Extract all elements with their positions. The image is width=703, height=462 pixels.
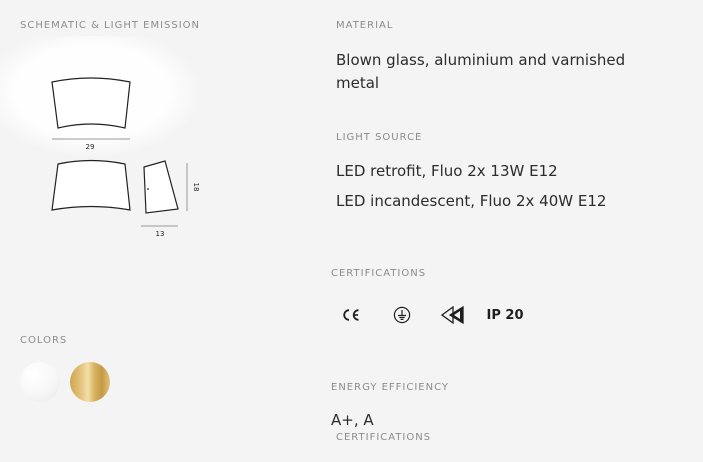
light-source-item: LED incandescent, Fluo 2x 40W E12 <box>336 192 607 210</box>
ip20-mark-icon: IP 20 <box>486 305 524 325</box>
colors-title: COLORS <box>20 335 68 346</box>
light-source-title: LIGHT SOURCE <box>336 132 423 143</box>
material-title: MATERIAL <box>336 20 394 31</box>
light-source-item: LED retrofit, Fluo 2x 13W E12 <box>336 162 558 180</box>
ground-symbol-icon <box>392 305 412 325</box>
height-label: 18 <box>192 183 200 192</box>
side-view-shape <box>143 160 179 214</box>
double-triangle-mark-icon <box>440 305 466 325</box>
certifications-title-2: CERTIFICATIONS <box>336 432 432 443</box>
energy-efficiency-title: ENERGY EFFICIENCY <box>331 382 450 393</box>
material-value: Blown glass, aluminium and varnished met… <box>336 51 626 92</box>
gold-color-swatch[interactable] <box>70 362 110 402</box>
schematic-title: SCHEMATIC & LIGHT EMISSION <box>20 20 201 31</box>
side-view-dot <box>147 188 149 190</box>
certifications-title: CERTIFICATIONS <box>331 268 427 279</box>
front-view-bottom-shape <box>51 159 131 211</box>
schematic-drawing: 29 18 13 <box>0 36 202 238</box>
white-color-swatch[interactable] <box>20 362 60 402</box>
ip-rating-text: IP 20 <box>486 307 524 323</box>
front-width-label: 29 <box>86 143 95 151</box>
front-view-shape <box>51 77 131 129</box>
energy-efficiency-value: A+, A <box>331 411 374 429</box>
ce-mark-icon <box>340 305 362 325</box>
depth-label: 13 <box>156 230 165 238</box>
